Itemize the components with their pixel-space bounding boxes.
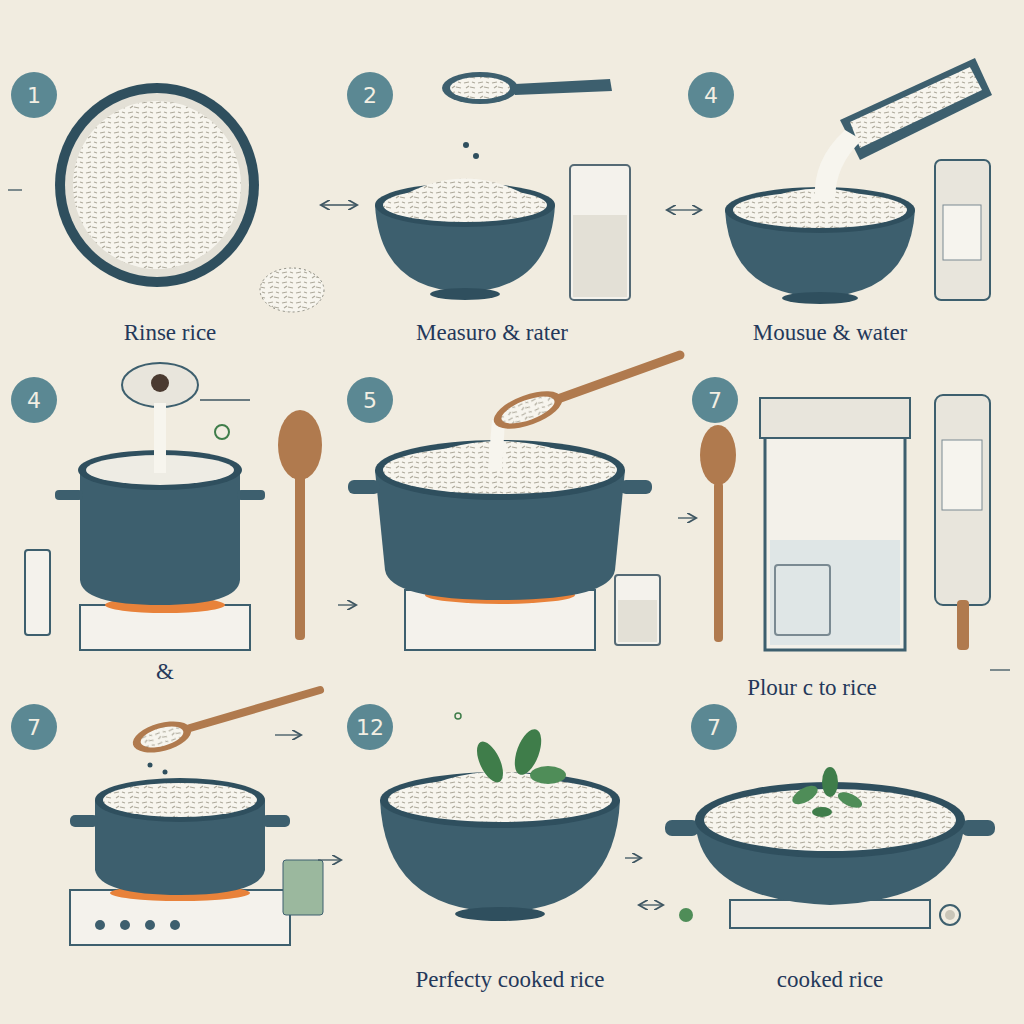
step-badge: 12	[347, 704, 393, 750]
step-caption: Plour c to rice	[747, 675, 877, 701]
flow-arrow	[275, 734, 300, 735]
flow-arrow	[640, 904, 662, 905]
callout-number: 4	[704, 83, 718, 108]
rinse-bowl	[55, 83, 324, 312]
step-badge: 1	[11, 72, 57, 118]
callout-number: 12	[356, 715, 384, 740]
measure-bowl	[375, 72, 630, 300]
callout-number: 7	[27, 715, 41, 740]
step-caption: &	[156, 659, 174, 685]
step-caption: Rinse rice	[124, 320, 217, 346]
step-caption: Mousue & water	[753, 320, 908, 346]
callout-number: 7	[708, 388, 722, 413]
callout-number: 1	[27, 83, 41, 108]
pot-rice	[348, 355, 680, 650]
step-badge: 7	[11, 704, 57, 750]
water-container	[700, 395, 990, 650]
step-badge: 7	[692, 377, 738, 423]
flow-arrow	[322, 204, 356, 205]
pour-bowl	[725, 58, 992, 304]
pot-cooking	[70, 690, 323, 945]
callout-number: 4	[27, 388, 41, 413]
step-caption: Perfecty cooked rice	[415, 967, 604, 993]
step-caption: Measuro & rater	[416, 320, 568, 346]
callout-number: 2	[363, 83, 377, 108]
step-badge: 4	[688, 72, 734, 118]
leader	[200, 399, 250, 400]
flow-arrow	[668, 209, 700, 210]
flow-arrow	[338, 604, 355, 605]
flow-tick	[990, 669, 1010, 670]
flow-arrow	[318, 859, 340, 860]
callout-number: 7	[707, 715, 721, 740]
step-badge: 2	[347, 72, 393, 118]
step-badge: 4	[11, 377, 57, 423]
step-badge: 5	[347, 377, 393, 423]
callout-number: 5	[363, 388, 377, 413]
final-pot	[665, 767, 995, 928]
served-bowl	[380, 713, 620, 921]
flow-arrow	[678, 517, 695, 518]
flow-arrow	[625, 857, 640, 858]
pot-water	[25, 363, 322, 650]
step-badge: 7	[691, 704, 737, 750]
step-caption: cooked rice	[777, 967, 884, 993]
flow-tick	[8, 189, 22, 190]
